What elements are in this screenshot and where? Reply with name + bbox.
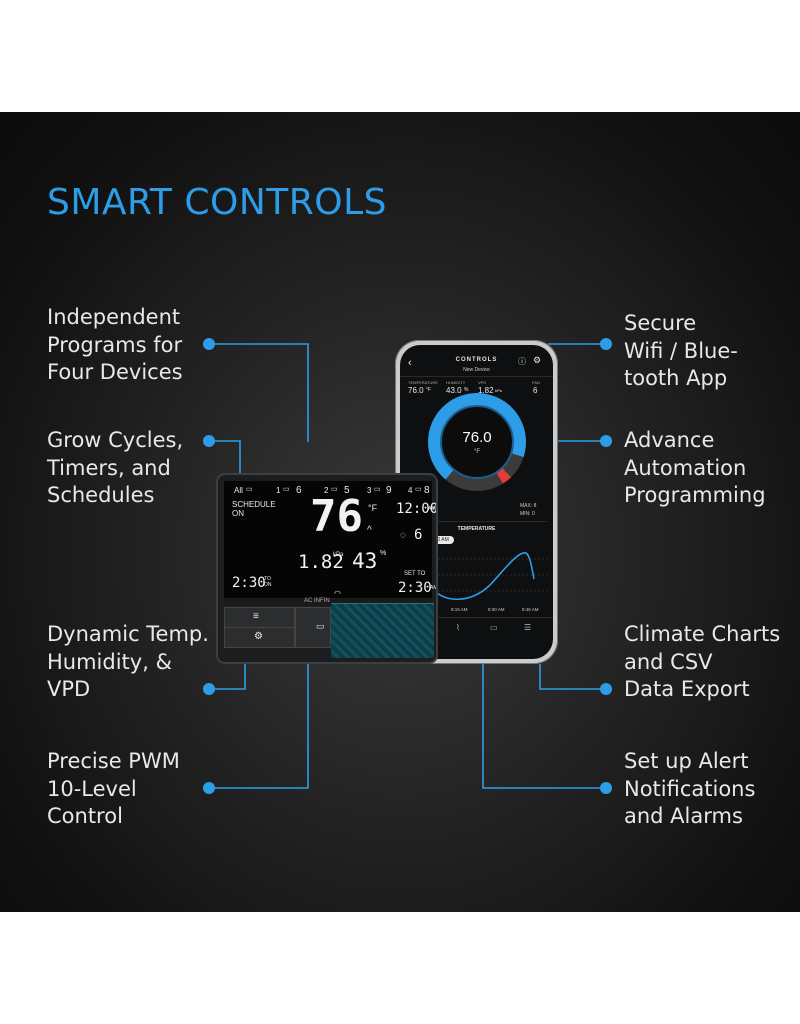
gauge-value: 76.0 [462, 429, 492, 446]
fan-level: 6 [414, 527, 423, 543]
feature-climate-charts: Climate Charts and CSV Data Export [624, 622, 781, 701]
controller-device: All ▭ 1 ▭ 6 2 ▭ 5 3 ▭ 9 4 ▭ 8 SCHEDULE O… [216, 473, 438, 664]
chart-title: TEMPERATURE [457, 526, 496, 532]
list-tab-icon[interactable]: ☰ [524, 623, 532, 632]
feature-secure-app: Secure Wifi / Blue- tooth App [624, 311, 738, 390]
chart-tab-icon[interactable]: ⌇ [456, 623, 460, 632]
info-icon[interactable]: ⓘ [518, 357, 526, 366]
min-label: MIN: 0 [520, 511, 535, 517]
menu-button[interactable]: ≡ [224, 607, 295, 628]
humidity-display: 43 [352, 549, 378, 573]
stat-temp-value: 76.0 [408, 386, 424, 395]
clock-display: 12:00 [396, 501, 438, 517]
clock-suffix: AM [428, 506, 436, 512]
chart-time-4: 8:45 AM [522, 607, 539, 612]
feature-four-devices: Independent Programs for Four Devices [47, 305, 183, 384]
port-toggle-icon: ▭ [331, 486, 338, 493]
feature-grow-cycles: Grow Cycles, Timers, and Schedules [47, 428, 184, 507]
stat-humidity-unit: % [464, 387, 469, 393]
set-to-suffix: AM [430, 585, 438, 591]
port-toggle-icon: ▭ [283, 486, 290, 493]
port-1-number: 1 [276, 486, 281, 495]
vpd-display: 1.82 [298, 551, 344, 573]
all-label: All [234, 486, 243, 495]
mode-button[interactable]: ▭ [295, 607, 331, 648]
gauge-unit: °F [473, 449, 481, 455]
port-3-number: 3 [367, 486, 372, 495]
humidity-unit: % [380, 550, 387, 557]
on-time-suffix: TO ON [264, 576, 272, 588]
settings-button[interactable]: ⚙ [224, 627, 295, 648]
dot-left-4 [203, 782, 215, 794]
back-icon[interactable]: ‹ [408, 357, 412, 369]
dot-right-2 [600, 435, 612, 447]
port-1-value: 6 [296, 485, 302, 496]
trend-up-icon: ^ [367, 525, 372, 536]
device-name: New Device [463, 367, 490, 373]
menu-icon: ≡ [253, 611, 259, 622]
port-2-value: 5 [344, 485, 350, 496]
stat-vpd-label: VPD [478, 380, 487, 385]
stat-fan-value: 6 [533, 386, 538, 395]
dot-right-4 [600, 782, 612, 794]
port-toggle-icon: ▭ [246, 486, 253, 493]
stat-humidity-label: HUMIDITY [446, 380, 466, 385]
stat-temp-label: TEMPERATURE [408, 380, 438, 385]
divider [406, 521, 547, 522]
dot-left-1 [203, 338, 215, 350]
phone-header: CONTROLS [455, 357, 498, 363]
on-time-display: 2:30 [232, 575, 266, 591]
chart-time-3: 8:30 AM [488, 607, 505, 612]
vpd-unit: kPa [333, 552, 344, 558]
gear-icon[interactable]: ⚙ [533, 355, 542, 365]
port-toggle-icon: ▭ [374, 486, 381, 493]
temp-unit: °F [368, 503, 378, 513]
port-2-number: 2 [324, 486, 329, 495]
page-title: SMART CONTROLS [47, 182, 388, 223]
dot-left-2 [203, 435, 215, 447]
controller-screen: All ▭ 1 ▭ 6 2 ▭ 5 3 ▭ 9 4 ▭ 8 SCHEDULE O… [224, 481, 436, 598]
feature-pwm-control: Precise PWM 10-Level Control [47, 749, 180, 828]
port-3-value: 9 [386, 485, 392, 496]
port-4-value: 8 [424, 485, 430, 496]
stat-humidity-value: 43.0 [446, 386, 462, 395]
schedule-label: SCHEDULE ON [232, 500, 276, 518]
dot-left-3 [203, 683, 215, 695]
feature-alerts: Set up Alert Notifications and Alarms [624, 749, 756, 828]
stat-temp-unit: °F [426, 387, 432, 393]
set-to-display: 2:30 [398, 580, 432, 596]
dot-right-3 [600, 683, 612, 695]
gauge-center: 76.0 °F [440, 405, 514, 479]
divider [400, 617, 553, 618]
port-4-number: 4 [408, 486, 413, 495]
wifi-icon: ◠ [334, 589, 341, 598]
port-toggle-icon: ▭ [415, 486, 422, 493]
feature-automation: Advance Automation Programming [624, 428, 766, 507]
chart-time-2: 8:15 AM [451, 607, 468, 612]
stat-fan-label: FAN [532, 380, 540, 385]
stat-vpd-value: 1.82 [478, 386, 494, 395]
device-tab-icon[interactable]: ▭ [490, 623, 498, 632]
dot-right-1 [600, 338, 612, 350]
feature-dynamic-temp: Dynamic Temp. Humidity, & VPD [47, 622, 209, 701]
connector-lines [203, 338, 612, 794]
set-to-label: SET TO [404, 571, 426, 577]
fan-icon: ◌ [400, 530, 406, 541]
feature-panel: SMART CONTROLS Independent Programs for … [0, 112, 800, 912]
temperature-display: 76 [310, 491, 363, 542]
max-label: MAX: 8 [520, 503, 537, 509]
temperature-gauge: 76.0 °F [428, 393, 526, 491]
brand-strip: AC INFIN [224, 598, 432, 606]
stat-vpd-unit: kPa [495, 388, 502, 393]
port-toggle-icon: ▭ [316, 621, 325, 631]
circuit-board-cutaway [331, 603, 434, 658]
divider [400, 376, 553, 377]
gear-icon: ⚙ [254, 631, 263, 642]
brand-label: AC INFIN [304, 598, 330, 604]
